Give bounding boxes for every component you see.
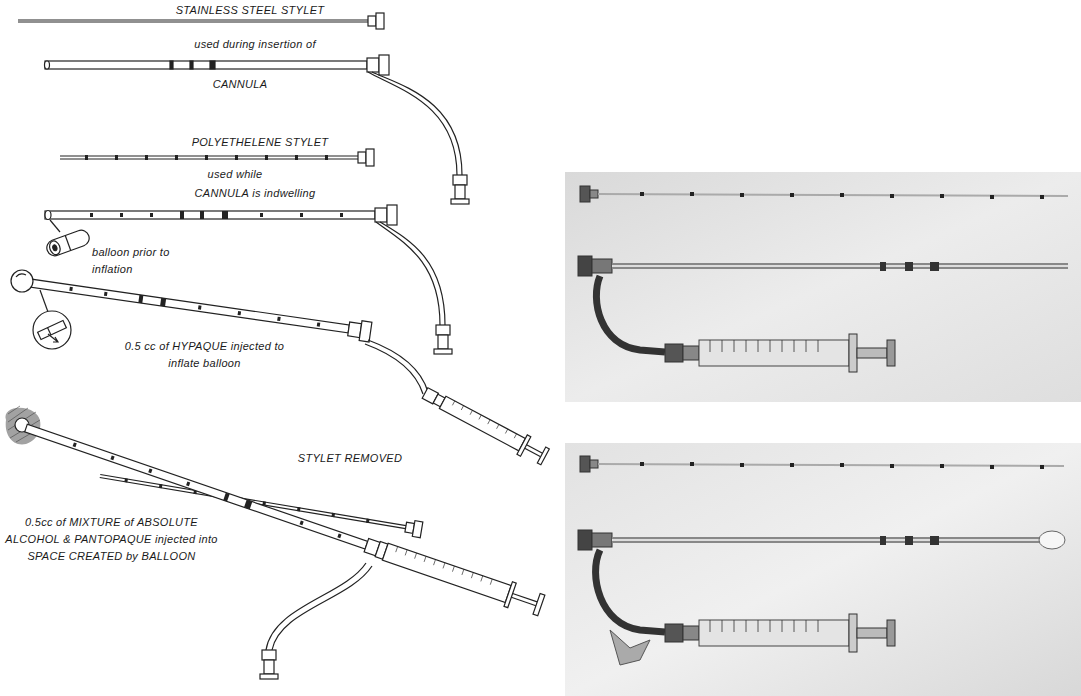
annotation-label: used while	[190, 166, 280, 183]
annotation-label: STAINLESS STEEL STYLET	[150, 2, 350, 19]
annotation-label: 0.5 cc of HYPAQUE injected to inflate ba…	[112, 338, 297, 372]
annotation-label: CANNULA is indwelling	[160, 185, 350, 202]
annotation-label: POLYETHELENE STYLET	[165, 134, 355, 151]
annotation-label: used during insertion of	[165, 36, 345, 53]
annotation-label: 0.5cc of MIXTURE of ABSOLUTE ALCOHOL & P…	[4, 514, 219, 565]
annotation-label: STYLET REMOVED	[280, 450, 420, 467]
annotation-label: CANNULA	[190, 76, 290, 93]
annotation-label: balloon prior to inflation	[92, 244, 184, 278]
